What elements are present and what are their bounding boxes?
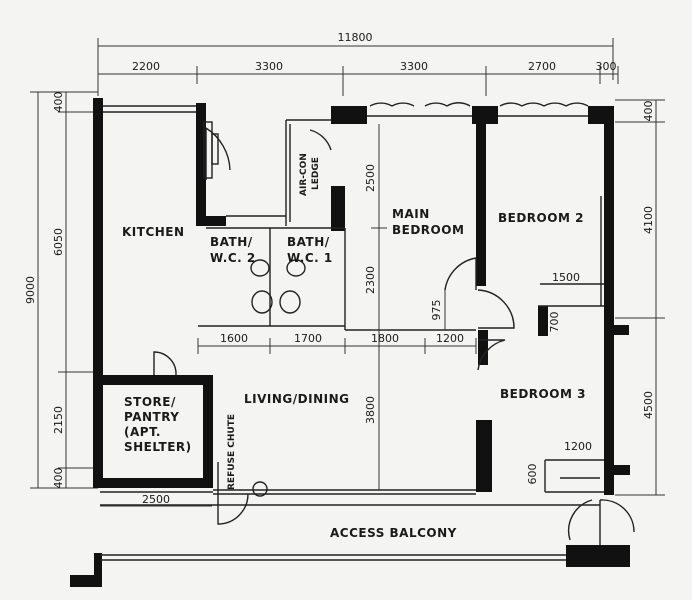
fixtures	[203, 121, 306, 497]
right-dimensions: 400 4100 4500	[615, 99, 665, 496]
walls	[70, 98, 630, 587]
dim-int-3: 1800	[371, 332, 399, 345]
dim-left-3: 2150	[52, 406, 65, 434]
label-bath1-line1: BATH/	[287, 235, 330, 249]
thin-walls	[100, 105, 604, 561]
label-bedroom3: BEDROOM 3	[500, 387, 586, 401]
dim-top-total: 11800	[338, 31, 373, 44]
label-store-line1: STORE/	[124, 395, 176, 409]
dim-top-3: 3300	[400, 60, 428, 73]
windows	[369, 102, 589, 107]
dim-left-4: 400	[52, 468, 65, 489]
doors	[153, 127, 635, 545]
dim-top-5: 300	[596, 60, 617, 73]
label-store-line4: SHELTER)	[124, 440, 192, 454]
label-refuse-chute: REFUSE CHUTE	[227, 414, 237, 490]
label-bath2-line1: BATH/	[210, 235, 253, 249]
dim-top-1: 2200	[132, 60, 160, 73]
label-aircon-line2: LEDGE	[311, 157, 321, 190]
label-main-bedroom-line2: BEDROOM	[392, 223, 464, 237]
dim-left-total: 9000	[24, 276, 37, 304]
left-dimensions: 9000 400 6050 2150 400	[24, 91, 98, 489]
label-kitchen: KITCHEN	[122, 225, 185, 239]
dim-left-1: 400	[52, 92, 65, 113]
label-store-line2: PANTRY	[124, 410, 179, 424]
label-bath1-line2: W.C. 1	[287, 251, 333, 265]
dim-int-2: 1700	[294, 332, 322, 345]
label-bedroom2: BEDROOM 2	[498, 211, 584, 225]
dim-975: 975	[430, 300, 443, 321]
label-access-balcony: ACCESS BALCONY	[330, 526, 457, 540]
dim-living: 3800	[364, 396, 377, 424]
label-main-bedroom-line1: MAIN	[392, 207, 430, 221]
label-living-dining: LIVING/DINING	[244, 392, 349, 406]
dim-700: 700	[548, 312, 561, 333]
dim-1200: 1200	[564, 440, 592, 453]
dim-600: 600	[526, 464, 539, 485]
dim-main-bed-2: 2300	[364, 266, 377, 294]
dim-bed3-width: 1500	[552, 271, 580, 284]
label-aircon-line1: AIR-CON	[299, 153, 309, 196]
dim-int-1: 1600	[220, 332, 248, 345]
label-bath2-line2: W.C. 2	[210, 251, 256, 265]
dim-right-1: 400	[642, 101, 655, 122]
dim-main-bed-1: 2500	[364, 164, 377, 192]
dim-top-2: 3300	[255, 60, 283, 73]
label-store-line3: (APT.	[124, 425, 161, 439]
room-labels: KITCHEN BATH/ W.C. 2 BATH/ W.C. 1 AIR-CO…	[122, 153, 586, 540]
dim-right-2: 4100	[642, 206, 655, 234]
dim-left-2: 6050	[52, 228, 65, 256]
dim-store-width: 2500	[142, 493, 170, 506]
dim-int-4: 1200	[436, 332, 464, 345]
top-dimensions: 11800 2200 3300 3300 2700 300	[97, 31, 619, 96]
dim-top-4: 2700	[528, 60, 556, 73]
interior-dimensions: 1600 1700 1800 1200 2500 2300 3800 975 1…	[100, 124, 592, 507]
dim-right-3: 4500	[642, 391, 655, 419]
